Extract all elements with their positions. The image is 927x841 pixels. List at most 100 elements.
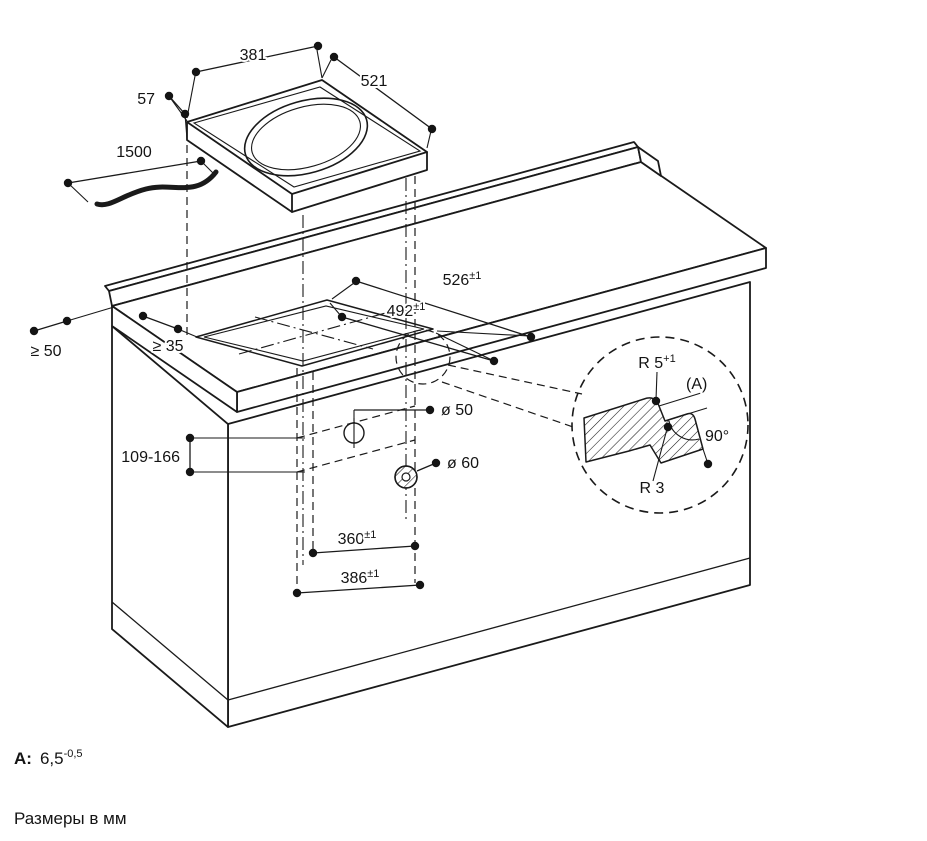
- note-a: A: 6,5-0,5: [14, 748, 83, 768]
- dimension-line: [333, 56, 433, 130]
- dimension-line: [67, 160, 202, 184]
- cutout-outer-edge: [195, 299, 434, 367]
- cooking-zone: [243, 97, 369, 177]
- dim-386-value: 386: [341, 570, 368, 587]
- dim-526-tol: ±1: [469, 270, 481, 282]
- dimension-line: [33, 320, 68, 332]
- note-a-tolerance: -0,5: [64, 748, 83, 760]
- dimension-fixing-360: 360±1: [308, 527, 420, 558]
- radius-top-dot: [651, 396, 661, 406]
- dimension-cutout-depth: 526±1: [331, 268, 536, 342]
- detail-angle-label: 90°: [705, 428, 729, 445]
- footer-notes: A:6,5-0,5 Размеры в мм: [14, 748, 127, 828]
- dimension-dot: [191, 67, 201, 77]
- witness-line: [426, 130, 432, 149]
- dimension-line: [341, 316, 495, 362]
- dimension-dot: [138, 311, 148, 321]
- dim-dia60-label: ø 60: [447, 455, 479, 472]
- worktop-cutout: [195, 299, 434, 367]
- dimension-dot: [526, 332, 536, 342]
- dimension-dot: [337, 312, 347, 322]
- ref-a-extension-line: [664, 407, 708, 422]
- note-a-key: A:: [14, 749, 32, 768]
- dimension-dot: [431, 458, 441, 468]
- dimension-dot: [63, 178, 73, 188]
- dimension-installation-depth: 109-166: [119, 433, 305, 477]
- dimension-min-side-clearance: ≥ 50: [28, 306, 115, 362]
- dim-521-label: 521: [361, 73, 388, 90]
- witness-line: [186, 75, 196, 119]
- dimension-dot: [489, 356, 499, 366]
- dimension-dot: [292, 588, 302, 598]
- dimension-dot: [427, 124, 437, 134]
- dimension-line: [195, 45, 319, 73]
- detail-r5-tol: +1: [663, 353, 676, 365]
- dimension-dot: [415, 580, 425, 590]
- witness-line: [436, 330, 530, 337]
- dim-526-value: 526: [443, 272, 470, 289]
- hob-body-projection: [296, 439, 416, 473]
- cabinet: [111, 281, 751, 728]
- dimension-dot: [62, 316, 72, 326]
- worktop: [104, 141, 767, 413]
- dim-492-label: 492±1: [387, 301, 426, 320]
- detail-r3-label: R 3: [640, 480, 665, 497]
- projection-lines: [186, 145, 416, 593]
- mains-cable: [94, 169, 219, 208]
- radius-top-leader: [655, 371, 658, 401]
- dim-381-label: 381: [240, 47, 267, 64]
- dimension-cutout-width: 492±1: [329, 299, 499, 366]
- dimension-dot: [196, 156, 206, 166]
- radius-bottom-dot: [663, 422, 673, 432]
- dimension-dot: [410, 541, 420, 551]
- dim-dia50-label: ø 50: [441, 402, 473, 419]
- dimension-dot: [308, 548, 318, 558]
- ref-a-extension-line: [658, 392, 702, 407]
- dimension-hob-depth: 521: [321, 52, 437, 149]
- witness-line: [435, 332, 493, 361]
- dimension-line: [142, 315, 179, 330]
- mains-knockout-symbol: [343, 418, 365, 448]
- dimension-grommet-hole: ø 60: [416, 453, 481, 474]
- dimension-dot: [185, 433, 195, 443]
- hob-top-edges: [186, 121, 428, 213]
- dim-492-value: 492: [387, 303, 414, 320]
- witness-line: [329, 302, 342, 317]
- dimension-dot: [329, 52, 339, 62]
- detail-marker-circle: [395, 329, 451, 385]
- witness-line: [321, 59, 332, 79]
- dim-492-tol: ±1: [413, 301, 425, 313]
- backsplash-end: [637, 146, 662, 177]
- detail-leader-line: [447, 364, 583, 395]
- note-a-value: 6,5: [40, 749, 64, 768]
- hob: [186, 79, 428, 213]
- angle-dot: [703, 459, 713, 469]
- witness-line: [67, 182, 89, 203]
- cooking-zone-inner-ring: [250, 103, 362, 171]
- dimension-mains-knockout: ø 50: [353, 400, 475, 421]
- dim-1500-label: 1500: [116, 144, 152, 161]
- dimension-dot: [173, 324, 183, 334]
- dimension-hob-thickness: 57: [135, 89, 190, 140]
- detail-ref-a-label: (A): [686, 376, 707, 393]
- toe-kick-line: [111, 601, 229, 701]
- detail-circle: [571, 336, 749, 514]
- dim-ge50-label: ≥ 50: [30, 343, 61, 360]
- dimension-fixing-386: 386±1: [292, 566, 425, 598]
- dim-360-tol: ±1: [364, 529, 376, 541]
- dimension-cable-length: 1500: [63, 142, 215, 203]
- worktop-left-face: [111, 305, 238, 413]
- dim-ge35-label: ≥ 35: [152, 338, 183, 355]
- dim-360-value: 360: [338, 531, 365, 548]
- witness-line: [331, 282, 355, 300]
- dimension-dot: [29, 326, 39, 336]
- dimension-line: [312, 545, 416, 554]
- dimension-dot: [351, 276, 361, 286]
- dimension-dot: [185, 467, 195, 477]
- dim-386-tol: ±1: [367, 568, 379, 580]
- dim-526-label: 526±1: [443, 270, 482, 289]
- hob-body: [186, 79, 428, 213]
- radius-bottom-leader: [652, 428, 668, 482]
- dimension-dot: [313, 41, 323, 51]
